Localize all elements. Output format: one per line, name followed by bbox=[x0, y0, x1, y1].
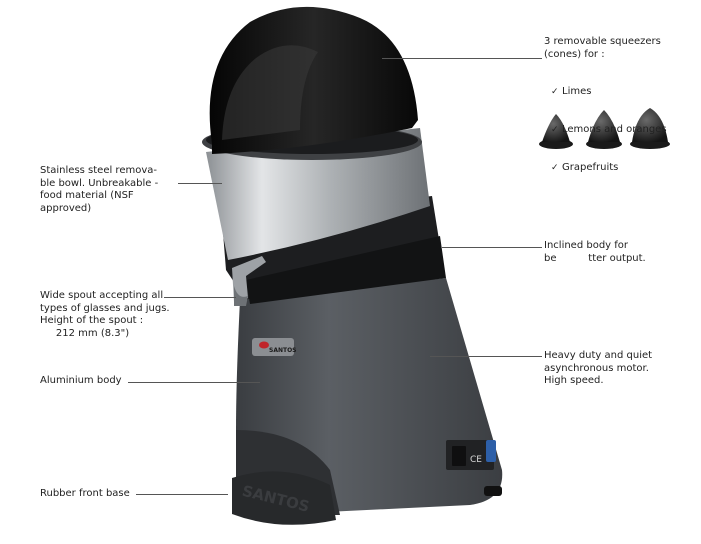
power-switch-icon bbox=[452, 446, 466, 466]
motor-callout: Heavy duty and quiet asynchronous motor.… bbox=[544, 350, 653, 386]
motor-leader-line bbox=[430, 356, 542, 357]
checkmark-icon: ✓ bbox=[551, 163, 559, 174]
lid-dome bbox=[209, 6, 418, 154]
rear-foot bbox=[484, 486, 502, 496]
cone-lemon-icon bbox=[586, 110, 622, 149]
list-item: ✓Lemons and oranges bbox=[551, 124, 667, 137]
ce-mark-icon: CE bbox=[470, 455, 482, 465]
cone-lime-icon bbox=[539, 114, 573, 149]
spout-leader-line bbox=[164, 297, 236, 298]
bowl-leader-line bbox=[178, 183, 222, 184]
rubber-front-base: SANTOS bbox=[232, 471, 336, 525]
cone-item-label: Lemons and oranges bbox=[562, 124, 667, 136]
inclined-leader-line bbox=[442, 247, 542, 248]
cones-leader-line bbox=[382, 58, 542, 59]
list-item: ✓Grapefruits bbox=[551, 162, 667, 175]
checkmark-icon: ✓ bbox=[551, 87, 559, 98]
brand-badge: SANTOS bbox=[252, 338, 297, 356]
cones-heading: 3 removable squeezers (cones) for : bbox=[544, 36, 661, 60]
cone-grapefruit-icon bbox=[630, 108, 670, 149]
bowl-callout: Stainless steel remova- ble bowl. Unbrea… bbox=[40, 165, 159, 214]
list-item: ✓Limes bbox=[551, 86, 667, 99]
aluminium-leader-line bbox=[128, 382, 260, 383]
cones-list: ✓Limes ✓Lemons and oranges ✓Grapefruits bbox=[551, 61, 667, 200]
checkmark-icon: ✓ bbox=[551, 125, 559, 136]
cone-item-label: Grapefruits bbox=[562, 162, 619, 174]
inclined-callout: Inclined body for be tter output. bbox=[544, 240, 646, 264]
control-panel: CE bbox=[446, 440, 496, 470]
aluminium-callout: Aluminium body bbox=[40, 375, 122, 386]
badge-lettering: SANTOS bbox=[269, 347, 297, 354]
cone-item-label: Limes bbox=[562, 86, 592, 98]
rubber-callout: Rubber front base bbox=[40, 488, 130, 499]
rubber-leader-line bbox=[136, 494, 228, 495]
spout-callout: Wide spout accepting all types of glasse… bbox=[40, 290, 170, 339]
spout bbox=[232, 256, 266, 306]
